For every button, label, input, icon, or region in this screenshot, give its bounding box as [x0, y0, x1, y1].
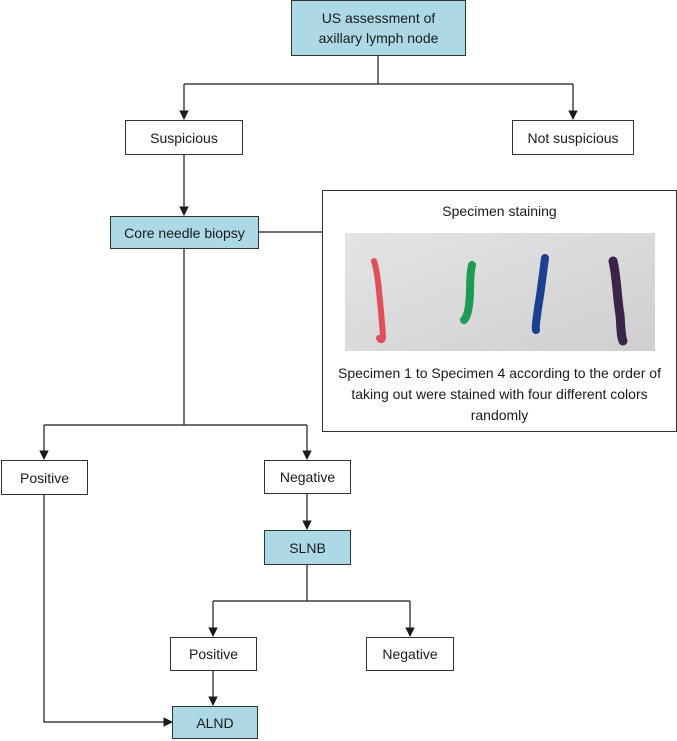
specimen-2-green: [460, 261, 476, 324]
positive-node-2: Positive: [170, 637, 257, 671]
us-assessment-node: US assessment of axillary lymph node: [291, 0, 466, 56]
negative-node-1: Negative: [264, 460, 351, 494]
positive-node-1: Positive: [1, 460, 88, 495]
core-needle-biopsy-node: Core needle biopsy: [110, 216, 259, 249]
connector-slnb-split: [213, 565, 410, 602]
connector-biopsy-split: [44, 249, 307, 426]
specimen-photo: [345, 233, 655, 351]
specimen-3-blue: [531, 254, 549, 334]
negative-node-2: Negative: [366, 637, 454, 671]
specimen-4-purple: [608, 256, 628, 346]
slnb-node: SLNB: [264, 530, 351, 565]
panel-title: Specimen staining: [442, 203, 557, 219]
specimen-staining-panel: Specimen staining Specimen 1 to Specimen…: [322, 190, 677, 432]
alnd-node: ALND: [172, 706, 258, 739]
photo-background: [345, 233, 655, 351]
arrow-positive1-to-alnd: [43, 495, 173, 727]
panel-caption: Specimen 1 to Specimen 4 according to th…: [338, 365, 661, 423]
specimen-1-red: [371, 258, 387, 344]
not-suspicious-node: Not suspicious: [512, 120, 634, 155]
connector-us-split: [184, 56, 573, 85]
suspicious-node: Suspicious: [125, 120, 243, 155]
